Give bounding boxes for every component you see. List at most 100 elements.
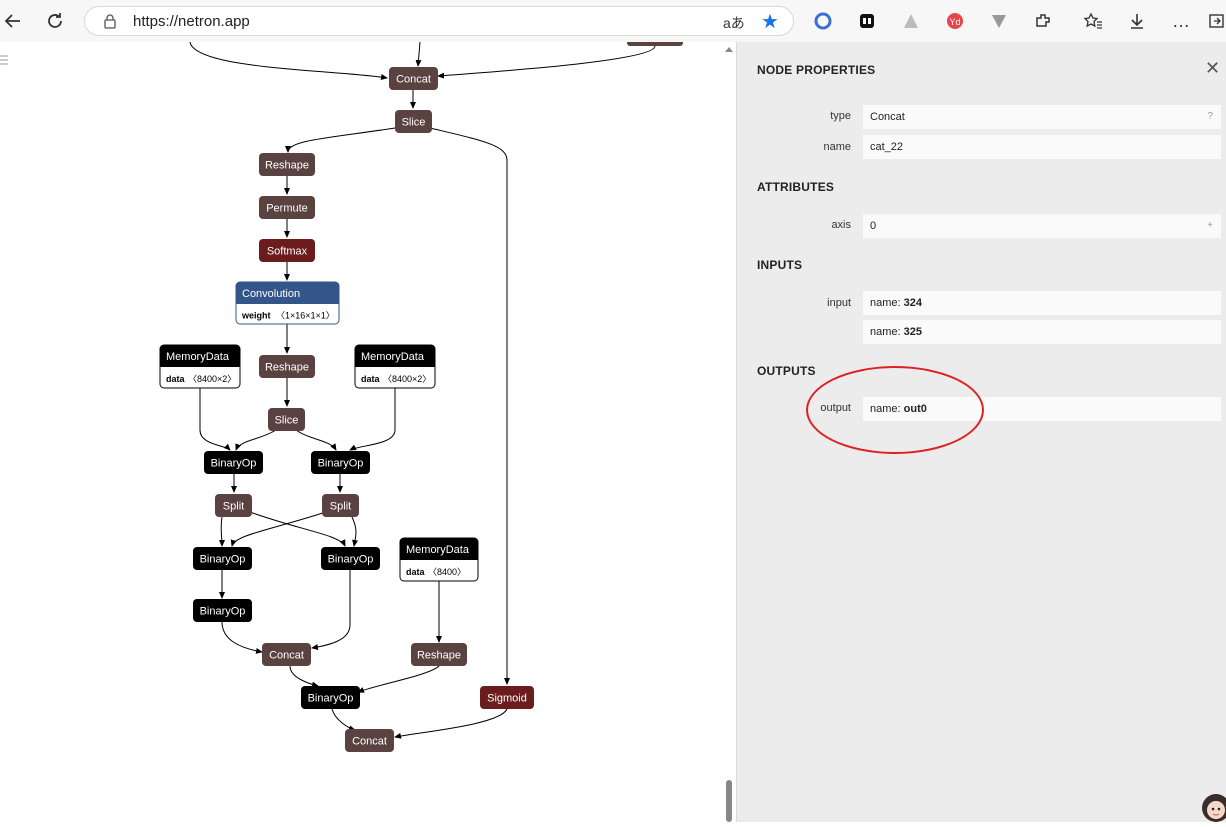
input-1-prefix: name: <box>870 297 904 309</box>
svg-text:MemoryData: MemoryData <box>406 544 470 556</box>
input-1-name: 324 <box>903 297 922 309</box>
node-concat-top[interactable]: Concat <box>389 67 438 90</box>
axis-value: 0 <box>870 220 877 232</box>
svg-text:Softmax: Softmax <box>267 246 308 258</box>
extension-triangle-icon[interactable] <box>898 8 924 34</box>
scroll-thumb <box>726 780 732 822</box>
svg-text:Split: Split <box>223 501 244 513</box>
more-icon[interactable]: … <box>1172 10 1190 31</box>
node-split-1[interactable]: Split <box>215 494 252 517</box>
svg-text:Permute: Permute <box>266 203 308 215</box>
node-partial-top[interactable] <box>627 42 683 46</box>
browser-toolbar: https://netron.app aあ ★ Yd … <box>0 0 1226 43</box>
node-binaryop-3[interactable]: BinaryOp <box>193 547 252 570</box>
svg-text:Sigmoid: Sigmoid <box>487 693 527 705</box>
svg-text:Slice: Slice <box>275 415 299 427</box>
svg-text:BinaryOp: BinaryOp <box>211 458 257 470</box>
node-convolution[interactable]: Convolution weight 〈1×16×1×1〉 <box>235 281 340 325</box>
sidebar-toggle-icon[interactable] <box>1204 8 1226 34</box>
svg-text:Split: Split <box>330 501 351 513</box>
node-sigmoid[interactable]: Sigmoid <box>480 686 534 709</box>
svg-text:Reshape: Reshape <box>265 362 309 374</box>
node-softmax[interactable]: Softmax <box>259 239 315 262</box>
downloads-icon[interactable] <box>1124 8 1150 34</box>
svg-text:BinaryOp: BinaryOp <box>200 606 246 618</box>
favorite-star-icon[interactable]: ★ <box>761 11 779 33</box>
extension-v-icon[interactable] <box>986 8 1012 34</box>
node-concat-mid[interactable]: Concat <box>262 643 311 666</box>
svg-text:weight: weight <box>241 311 271 321</box>
read-aloud-icon[interactable]: aあ <box>723 15 745 31</box>
svg-text:〈8400〉: 〈8400〉 <box>428 567 466 577</box>
panel-title: NODE PROPERTIES <box>757 63 876 77</box>
inputs-title: INPUTS <box>757 258 803 272</box>
svg-text:Concat: Concat <box>396 74 431 86</box>
node-binaryop-2[interactable]: BinaryOp <box>311 451 370 474</box>
node-binaryop-1[interactable]: BinaryOp <box>204 451 263 474</box>
input-2-prefix: name: <box>870 326 904 338</box>
svg-text:MemoryData: MemoryData <box>361 351 425 363</box>
input-field-2[interactable]: name: 325 <box>863 320 1221 344</box>
svg-text:Concat: Concat <box>352 736 387 748</box>
node-slice-top[interactable]: Slice <box>395 110 432 133</box>
svg-text:BinaryOp: BinaryOp <box>328 554 374 566</box>
node-memorydata-3[interactable]: MemoryData data 〈8400〉 <box>399 537 479 582</box>
extension-grid-icon[interactable] <box>854 8 880 34</box>
svg-text:Reshape: Reshape <box>417 650 461 662</box>
close-icon[interactable]: ✕ <box>1205 58 1221 78</box>
node-memorydata-1[interactable]: MemoryData data 〈8400×2〉 <box>159 344 241 389</box>
axis-expand-icon[interactable]: + <box>1207 220 1213 231</box>
node-split-2[interactable]: Split <box>322 494 359 517</box>
type-field[interactable]: Concat ? <box>863 105 1221 129</box>
axis-field[interactable]: 0 + <box>863 214 1221 238</box>
type-value: Concat <box>870 111 905 123</box>
url-text[interactable]: https://netron.app <box>133 13 250 30</box>
input-2-name: 325 <box>903 326 922 338</box>
address-bar[interactable]: https://netron.app aあ ★ <box>84 6 794 36</box>
output-highlight-ellipse <box>806 366 984 454</box>
node-concat-bottom[interactable]: Concat <box>345 729 394 752</box>
graph-scrollbar[interactable] <box>722 42 736 822</box>
node-permute[interactable]: Permute <box>259 196 315 219</box>
type-label: type <box>830 110 851 122</box>
node-binaryop-6[interactable]: BinaryOp <box>301 686 360 709</box>
input-field-1[interactable]: name: 324 <box>863 291 1221 315</box>
name-value: cat_22 <box>870 141 904 153</box>
back-icon[interactable] <box>0 8 26 34</box>
svg-text:Slice: Slice <box>402 117 426 129</box>
input-label: input <box>827 297 851 309</box>
name-label: name <box>823 141 851 153</box>
type-help-icon[interactable]: ? <box>1207 111 1213 122</box>
svg-text:MemoryData: MemoryData <box>166 351 230 363</box>
refresh-icon[interactable] <box>42 8 68 34</box>
svg-text:Convolution: Convolution <box>242 288 300 300</box>
svg-text:〈8400×2〉: 〈8400×2〉 <box>188 374 236 384</box>
extensions-puzzle-icon[interactable] <box>1030 8 1056 34</box>
favorites-icon[interactable] <box>1080 8 1106 34</box>
svg-text:〈8400×2〉: 〈8400×2〉 <box>383 374 431 384</box>
svg-text:data: data <box>406 567 426 577</box>
svg-text:BinaryOp: BinaryOp <box>200 554 246 566</box>
svg-text:Concat: Concat <box>269 650 304 662</box>
extension-yd-icon[interactable]: Yd <box>942 8 968 34</box>
lock-icon[interactable] <box>103 13 117 29</box>
avatar[interactable] <box>1198 786 1226 822</box>
node-reshape-2[interactable]: Reshape <box>259 355 315 378</box>
scroll-up-arrow-icon <box>725 47 733 52</box>
node-binaryop-5[interactable]: BinaryOp <box>193 599 252 622</box>
extension-circle-icon[interactable] <box>810 8 836 34</box>
outputs-title: OUTPUTS <box>757 364 816 378</box>
model-graph-canvas[interactable]: Concat Slice Reshape Permute Softmax Con… <box>0 42 736 822</box>
name-field[interactable]: cat_22 <box>863 135 1221 159</box>
node-binaryop-4[interactable]: BinaryOp <box>321 547 380 570</box>
node-properties-panel: NODE PROPERTIES ✕ type Concat ? name cat… <box>736 42 1226 822</box>
svg-text:data: data <box>361 374 381 384</box>
svg-text:data: data <box>166 374 186 384</box>
svg-text:Yd: Yd <box>949 17 960 27</box>
node-slice-mid[interactable]: Slice <box>268 408 305 431</box>
axis-label: axis <box>831 219 851 231</box>
node-memorydata-2[interactable]: MemoryData data 〈8400×2〉 <box>354 344 436 389</box>
svg-text:BinaryOp: BinaryOp <box>308 693 354 705</box>
node-reshape-3[interactable]: Reshape <box>411 643 467 666</box>
node-reshape-1[interactable]: Reshape <box>259 153 315 176</box>
